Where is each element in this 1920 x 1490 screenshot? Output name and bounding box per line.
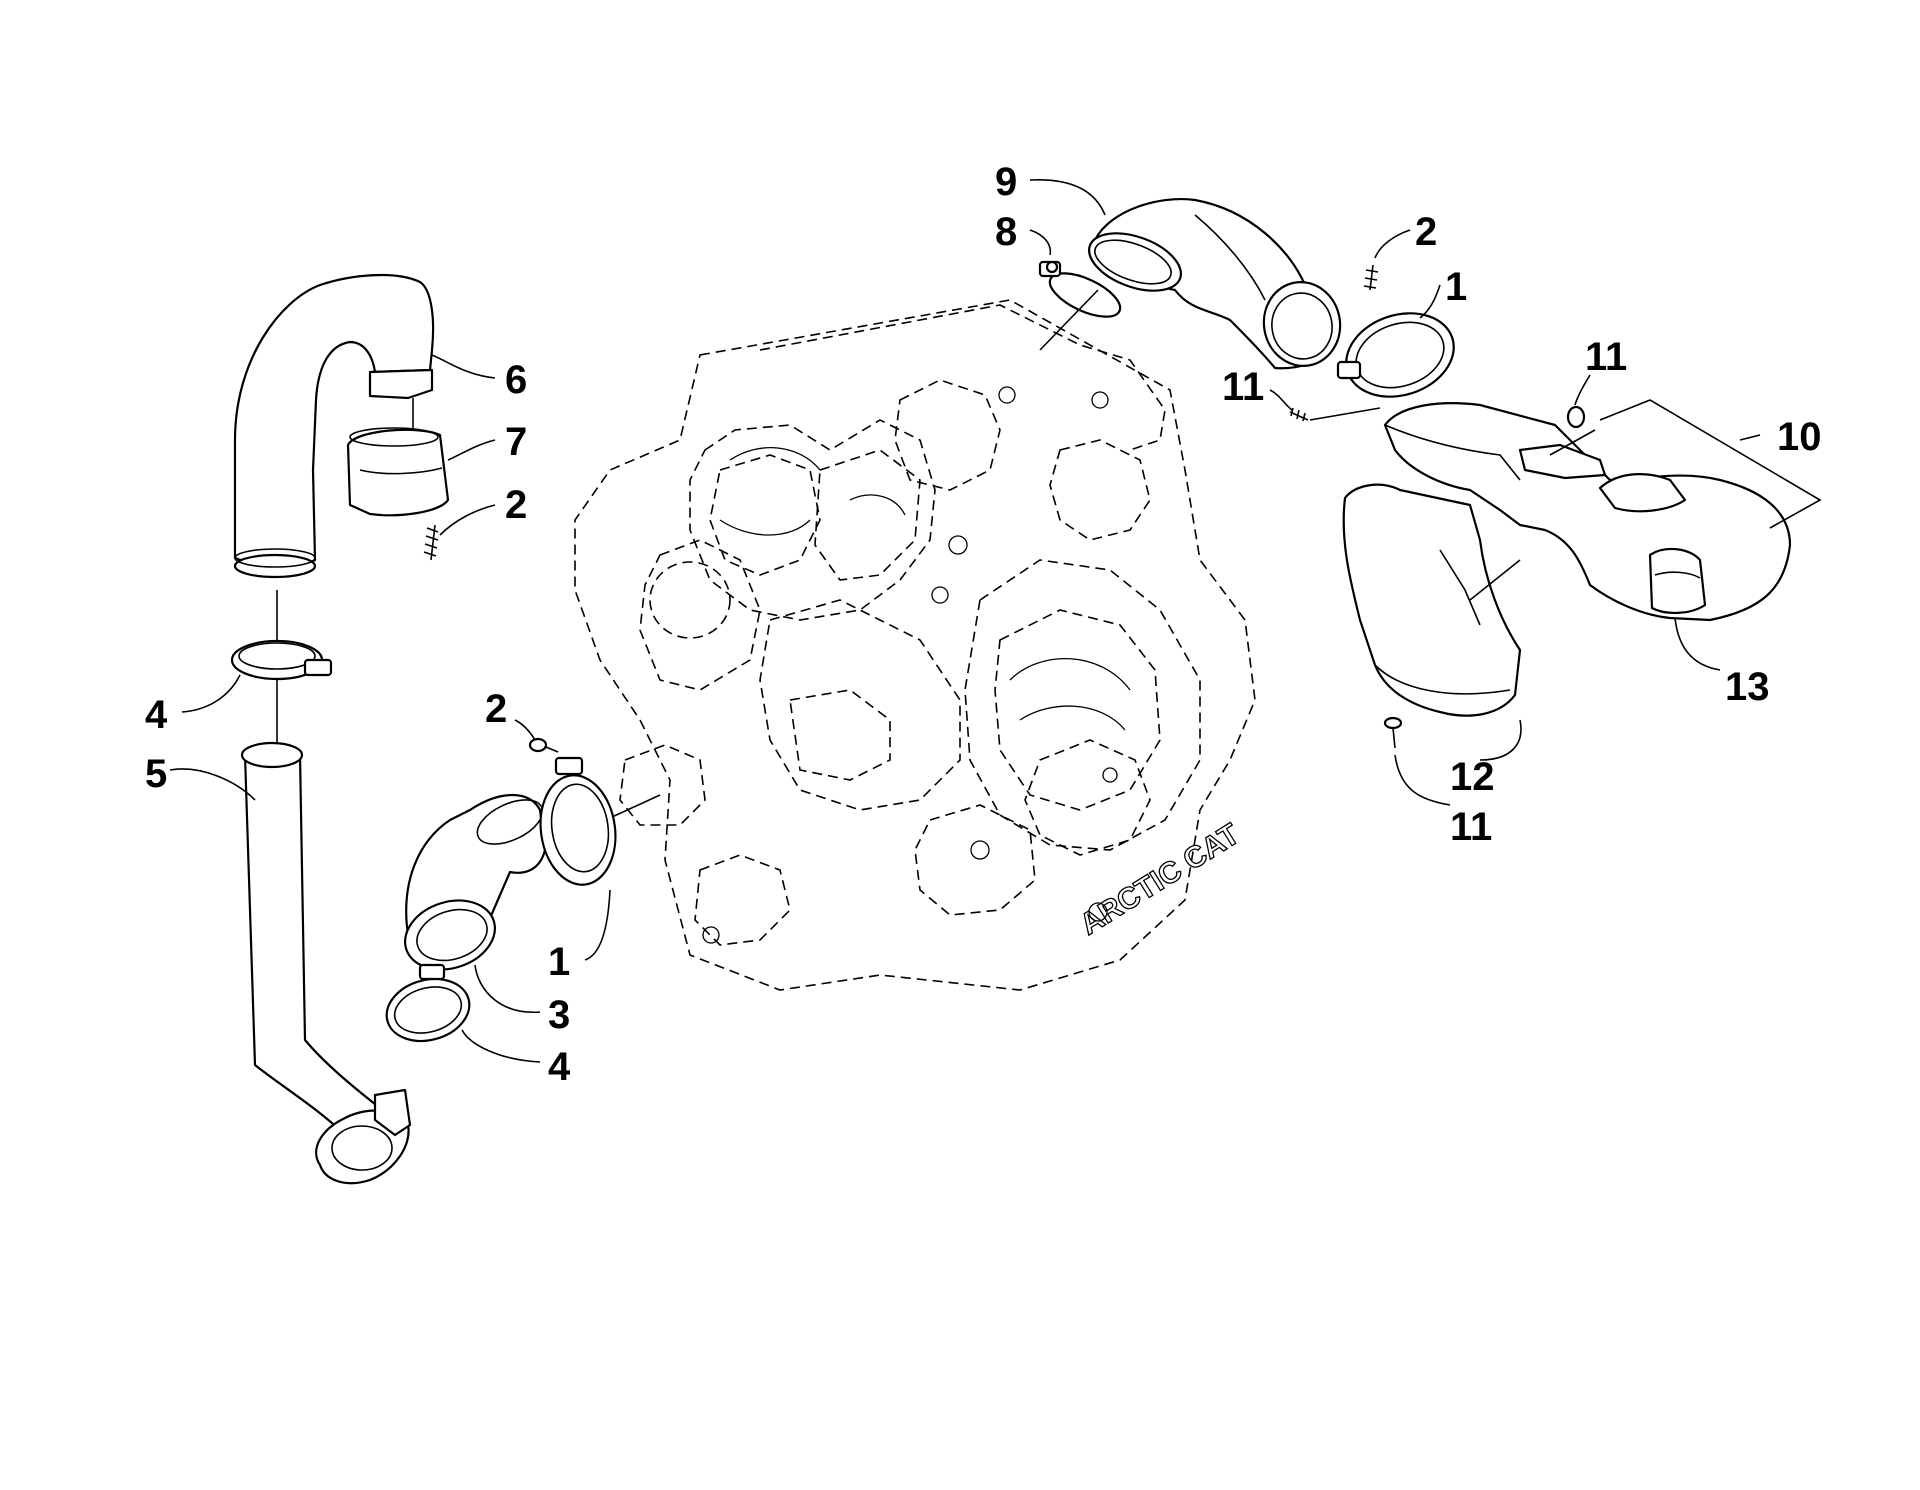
part-13-hose-connector [1648,547,1707,614]
part-6-upper-intake-duct [233,273,435,579]
part-1-left-clamp [539,756,617,886]
callout-1-right: 1 [1445,265,1467,309]
callout-1-left: 1 [548,940,570,984]
callout-2-middle: 2 [485,687,507,731]
part-3-rubber-boot [403,793,547,971]
callout-2-right: 2 [1415,210,1437,254]
leader-lines [169,179,1822,1063]
callout-2-left: 2 [505,483,527,527]
callout-6: 6 [505,358,527,402]
callout-5: 5 [145,752,167,796]
callout-11-right: 11 [1585,335,1627,379]
callout-12: 12 [1450,755,1495,799]
part-11-bottom-screw [1383,716,1403,749]
part-2-middle-screw [528,737,559,753]
part-12-lower-duct [1342,483,1522,717]
callout-8: 8 [995,210,1017,254]
part-8-clamp [1038,260,1122,318]
part-4-lower-hose-clamp [385,963,471,1043]
callout-11-left: 11 [1222,365,1264,409]
part-2-left-screw [423,524,439,561]
callout-10: 10 [1777,415,1822,459]
callout-labels: 6 7 2 4 5 2 1 3 4 9 8 2 1 11 11 10 13 12… [145,160,1822,1089]
callout-3: 3 [548,993,570,1037]
part-1-right-clamp [1336,312,1455,398]
part-2-top-right-screw [1363,264,1379,291]
engine-block: ARCTIC CAT [574,299,1256,991]
part-11-right-clip [1566,405,1586,429]
callout-7: 7 [505,420,527,464]
part-5-lower-intake-tube [240,741,412,1185]
part-9-elbow-duct [1087,198,1342,370]
part-7-connector-sleeve [346,427,450,517]
callout-9: 9 [995,160,1017,204]
callout-11-bottom: 11 [1450,805,1492,849]
callout-4-lower: 4 [548,1045,571,1089]
part-11-left-clip [1289,407,1309,422]
callout-4-upper: 4 [145,693,168,737]
callout-13: 13 [1725,665,1770,709]
part-4-upper-hose-clamp [230,639,333,681]
